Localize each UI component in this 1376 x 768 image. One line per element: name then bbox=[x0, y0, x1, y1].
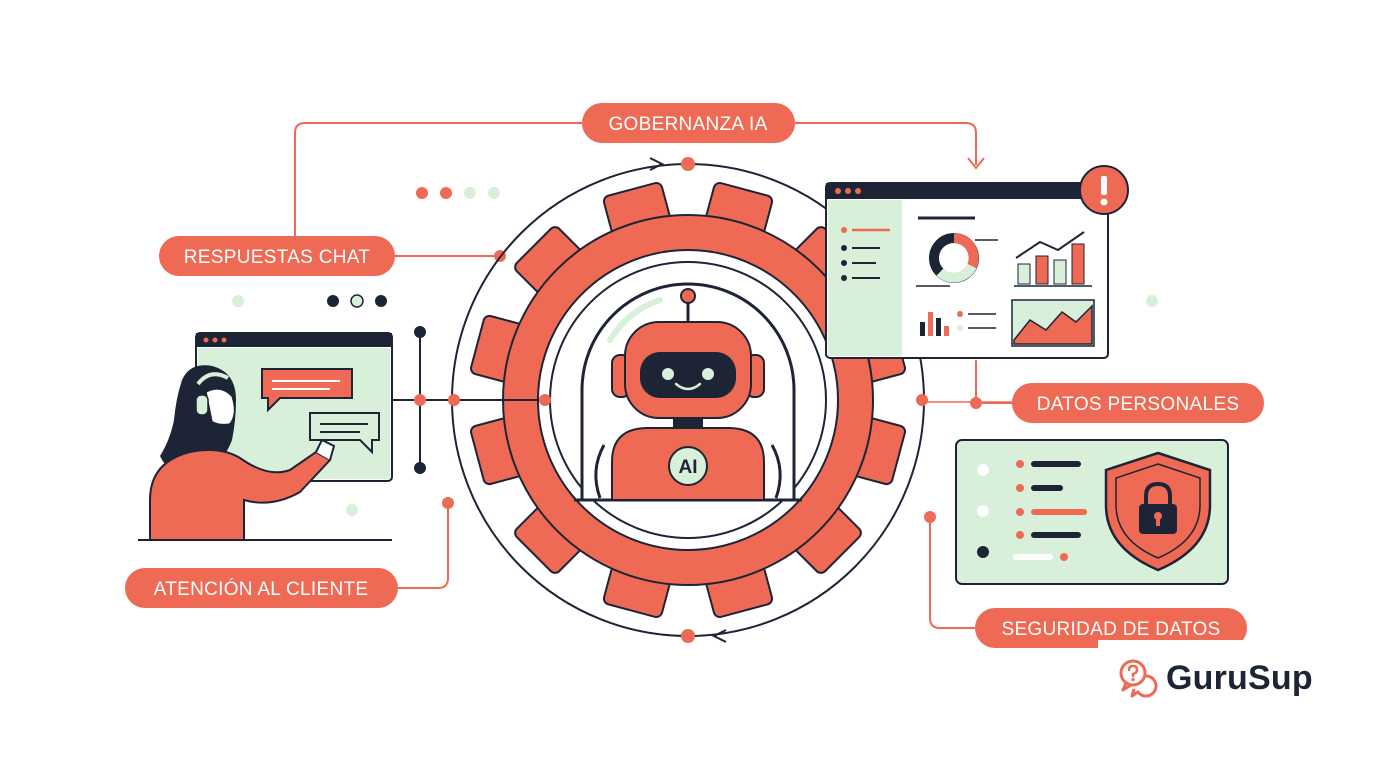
analytics-dashboard bbox=[825, 182, 1109, 359]
bar-chart-icon bbox=[1014, 231, 1092, 287]
lock-icon bbox=[1139, 481, 1177, 534]
alert-icon bbox=[1079, 165, 1129, 215]
svg-text:ATENCIÓN AL CLIENTE: ATENCIÓN AL CLIENTE bbox=[154, 578, 369, 600]
svg-text:GOBERNANZA IA: GOBERNANZA IA bbox=[608, 114, 767, 135]
robot-ai-badge: AI bbox=[679, 457, 698, 478]
svg-text:RESPUESTAS CHAT: RESPUESTAS CHAT bbox=[184, 247, 371, 268]
label-data-security: SEGURIDAD DE DATOS bbox=[975, 608, 1247, 648]
brand-logo: GuruSup bbox=[1098, 640, 1358, 716]
robot: AI bbox=[594, 288, 782, 501]
label-personal-data: DATOS PERSONALES bbox=[1012, 383, 1264, 423]
decorative-dots bbox=[232, 187, 1158, 516]
svg-text:SEGURIDAD DE DATOS: SEGURIDAD DE DATOS bbox=[1001, 619, 1220, 640]
orbit-nodes bbox=[681, 157, 928, 643]
label-governance: GOBERNANZA IA bbox=[582, 103, 795, 143]
label-customer-service: ATENCIÓN AL CLIENTE bbox=[125, 568, 398, 608]
connector-nodes bbox=[442, 250, 982, 523]
brand-name: GuruSup bbox=[1166, 658, 1313, 697]
orbit-arrows bbox=[649, 157, 727, 643]
svg-text:DATOS PERSONALES: DATOS PERSONALES bbox=[1037, 394, 1240, 415]
question-chat-bubbles-icon bbox=[1119, 659, 1158, 698]
security-panel bbox=[955, 439, 1229, 585]
label-chat-responses: RESPUESTAS CHAT bbox=[159, 236, 395, 276]
customer-service-illustration bbox=[138, 332, 393, 541]
left-connector-axis bbox=[390, 326, 551, 474]
